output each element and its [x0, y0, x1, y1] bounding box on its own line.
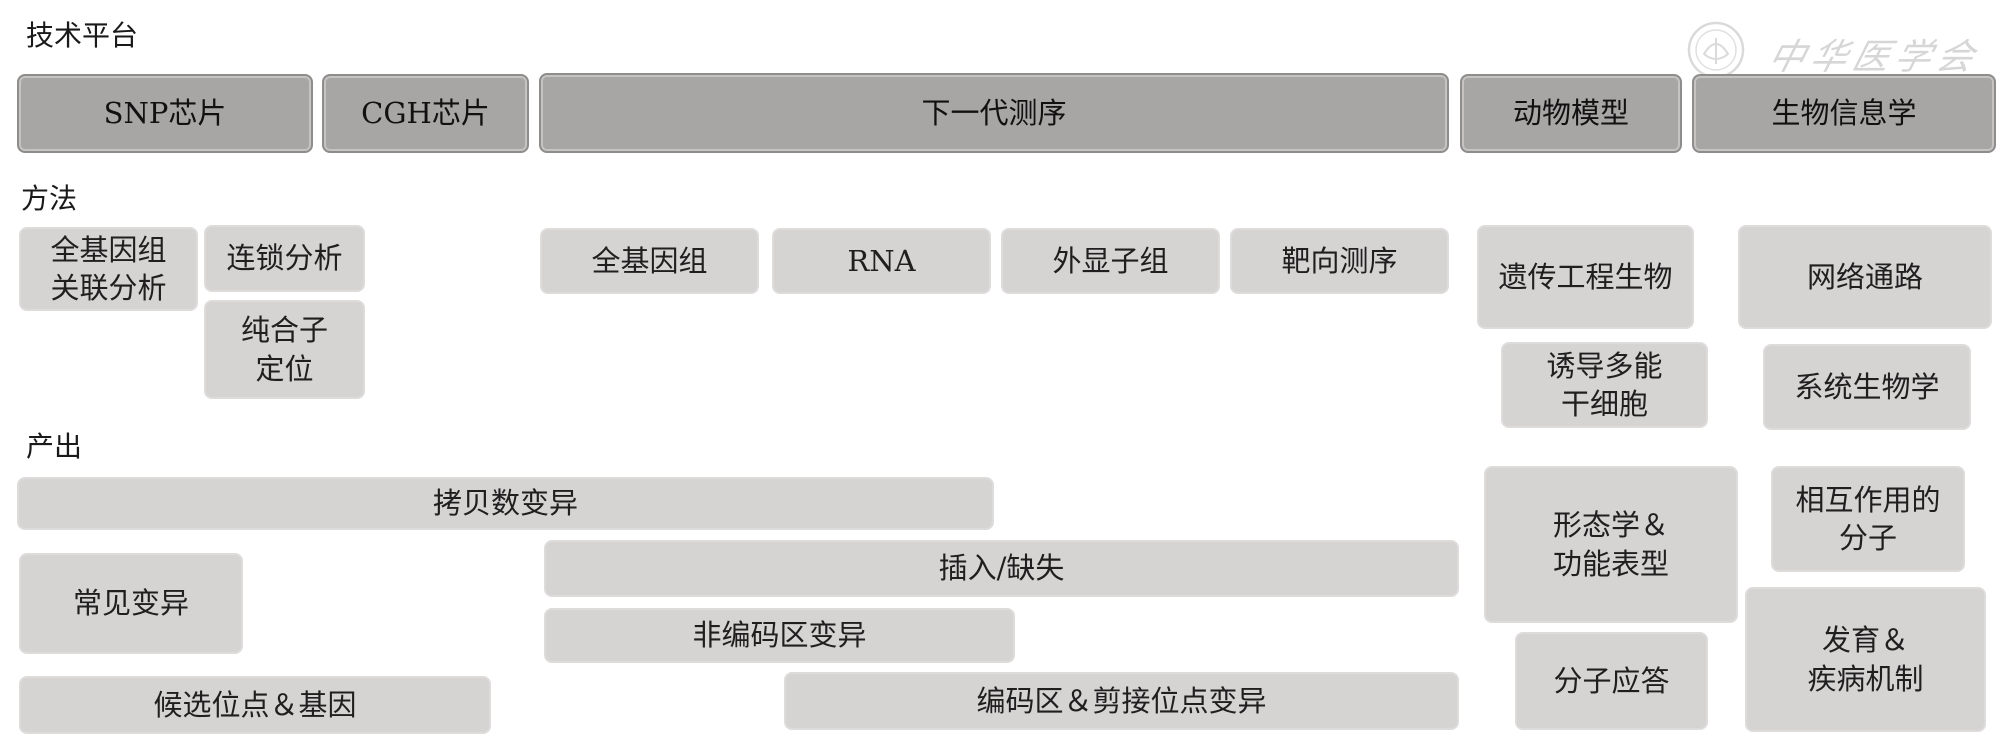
output-indel: 插入/缺失 — [544, 540, 1459, 597]
output-development-disease-mechanism: 发育＆ 疾病机制 — [1745, 587, 1986, 732]
method-genetically-engineered-organism: 遗传工程生物 — [1477, 225, 1694, 329]
method-exome: 外显子组 — [1001, 228, 1220, 294]
watermark-text: 中华医学会 — [1764, 37, 1985, 78]
method-network-pathway: 网络通路 — [1738, 225, 1992, 329]
output-molecular-response: 分子应答 — [1515, 632, 1708, 730]
output-coding-splice-variants: 编码区＆剪接位点变异 — [784, 672, 1459, 730]
section-label-platform: 技术平台 — [26, 19, 139, 52]
method-whole-genome: 全基因组 — [540, 228, 759, 294]
method-targeted-sequencing: 靶向测序 — [1230, 228, 1449, 294]
method-homozygosity-mapping: 纯合子 定位 — [204, 300, 365, 399]
method-linkage-analysis: 连锁分析 — [204, 225, 365, 292]
seal-logo-icon — [1687, 21, 1745, 79]
output-morphology-phenotype: 形态学＆ 功能表型 — [1484, 466, 1738, 623]
method-gwas: 全基因组 关联分析 — [19, 227, 198, 311]
section-label-outputs: 产出 — [26, 430, 83, 463]
watermark: 中华医学会 — [1686, 18, 1986, 82]
output-interacting-molecules: 相互作用的 分子 — [1771, 466, 1965, 572]
platform-ngs: 下一代测序 — [539, 73, 1449, 153]
output-copy-number-variation: 拷贝数变异 — [17, 477, 994, 530]
output-noncoding-variants: 非编码区变异 — [544, 608, 1015, 663]
output-candidate-loci-genes: 候选位点＆基因 — [19, 676, 491, 734]
platform-animal-model: 动物模型 — [1460, 74, 1682, 153]
method-rna: RNA — [772, 228, 991, 294]
platform-snp-chip: SNP芯片 — [17, 74, 313, 153]
section-label-methods: 方法 — [21, 182, 78, 215]
output-common-variants: 常见变异 — [19, 553, 243, 654]
method-ipsc: 诱导多能 干细胞 — [1501, 342, 1708, 428]
platform-bioinformatics: 生物信息学 — [1692, 74, 1996, 153]
platform-cgh-chip: CGH芯片 — [322, 74, 529, 153]
method-systems-biology: 系统生物学 — [1763, 344, 1971, 430]
